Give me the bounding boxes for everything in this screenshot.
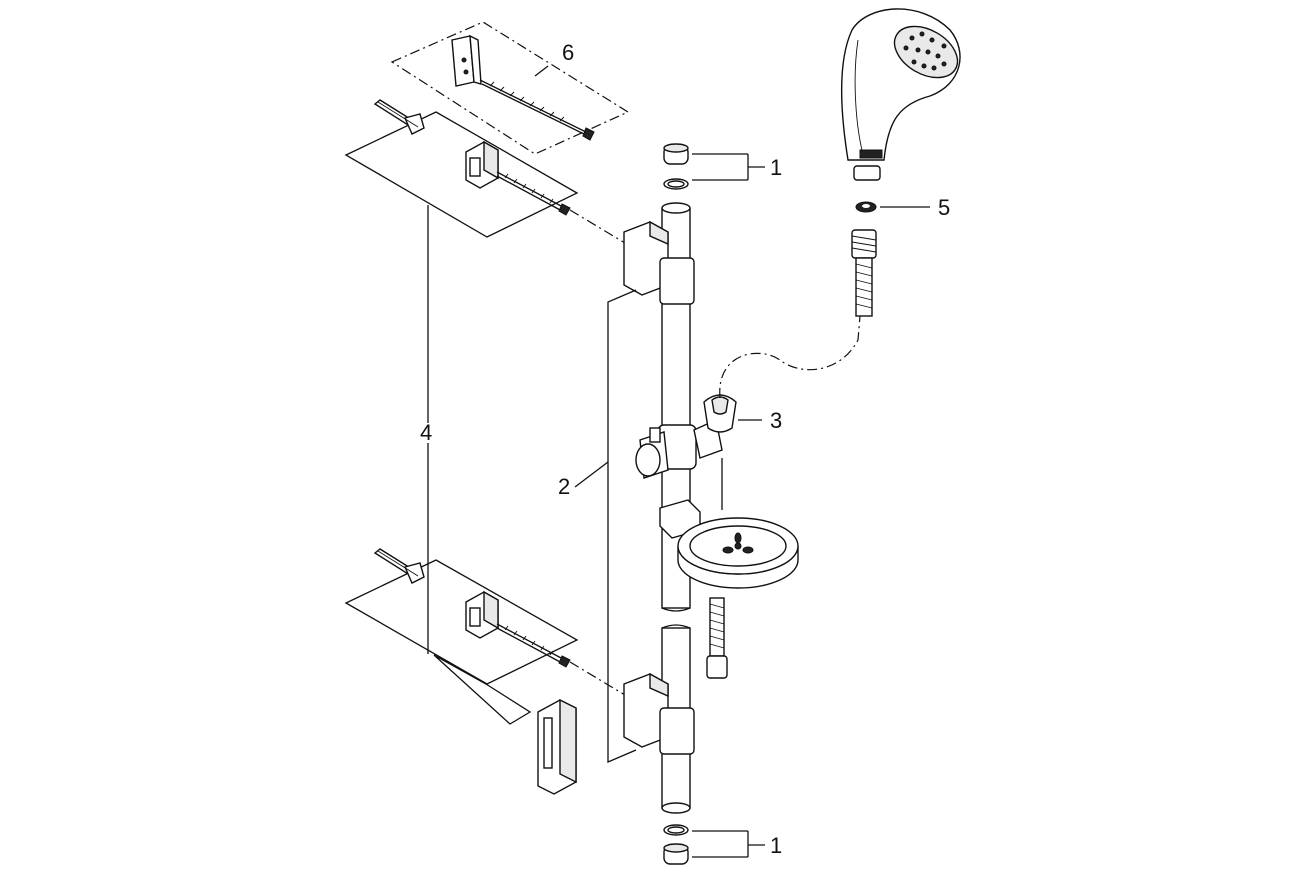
part-4-bottom-bracket-set [344, 548, 626, 795]
callout-1-bottom: 1 [770, 833, 782, 858]
part-3-slider-holder [635, 394, 762, 510]
part-1-bottom-end-cap [663, 824, 765, 865]
part-6-wall-plug-kit [390, 21, 630, 155]
callout-5: 5 [938, 195, 950, 220]
part-1-top-end-cap [663, 143, 765, 190]
callout-2: 2 [558, 474, 570, 499]
part-4-top-bracket-set [344, 99, 626, 244]
part-5-washer [855, 201, 930, 213]
shower-hose [719, 315, 861, 399]
callout-6: 6 [562, 40, 574, 65]
callout-1-top: 1 [770, 155, 782, 180]
callout-3: 3 [770, 408, 782, 433]
soap-dish [659, 499, 799, 679]
callout-4: 4 [420, 420, 432, 445]
hose-connector-nut [851, 229, 877, 317]
part-5-hand-shower [841, 8, 961, 181]
